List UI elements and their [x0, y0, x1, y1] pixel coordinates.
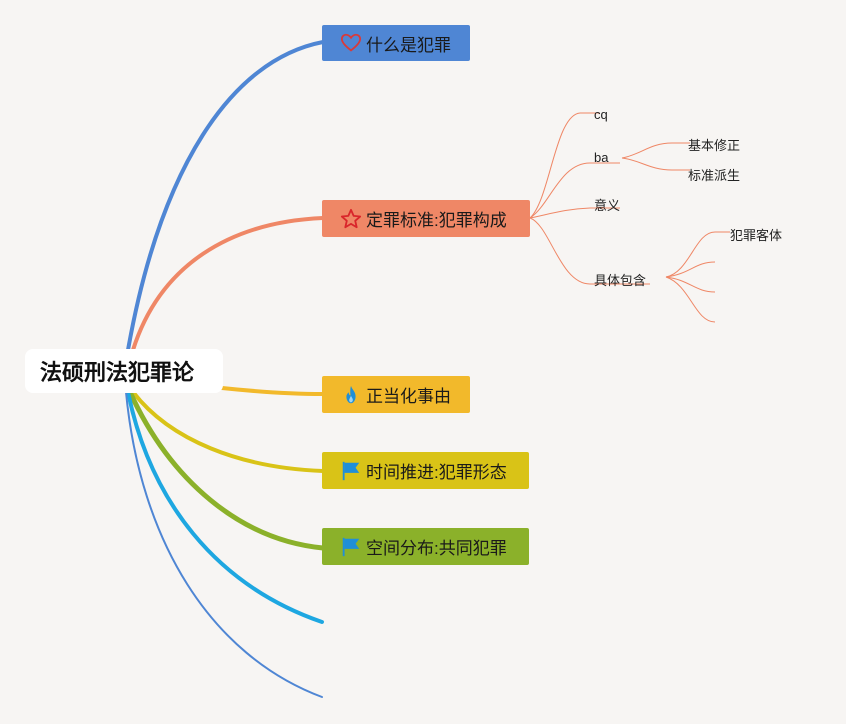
sub-line-jutibaohan: [529, 217, 591, 285]
subtopic-fanzuiketi[interactable]: 犯罪客体: [730, 228, 783, 243]
sub-line-jibenxiuzheng: [621, 142, 690, 159]
sub-line-child-4: [665, 276, 716, 323]
subtopic-jutibaohan[interactable]: 具体包含: [594, 273, 647, 288]
sub-line-child-2: [665, 261, 716, 278]
branch-joint-crime[interactable]: 空间分布:共同犯罪: [322, 528, 529, 565]
sub-line-cq: [529, 112, 581, 219]
subtopic-ba[interactable]: ba: [594, 150, 609, 165]
branch-line-conviction-standard: [131, 216, 325, 352]
subtopic-yiyi[interactable]: 意义: [594, 198, 621, 213]
fire-icon: [346, 385, 356, 403]
branch-line-justification: [220, 386, 325, 396]
branch-justification-label: 正当化事由: [366, 387, 451, 406]
heart-icon: [340, 33, 362, 52]
branch-justification[interactable]: 正当化事由: [322, 376, 470, 413]
flag-icon: [342, 461, 360, 480]
branch-conviction-standard[interactable]: 定罪标准:犯罪构成: [322, 200, 530, 237]
branch-line-extra-cyan: [126, 390, 324, 624]
sub-line-fanzuiketi: [665, 231, 730, 278]
branch-time-stage[interactable]: 时间推进:犯罪形态: [322, 452, 529, 489]
branch-line-what-is-crime: [126, 40, 325, 352]
branch-conviction-standard-label: 定罪标准:犯罪构成: [366, 211, 507, 230]
sub-line-ba: [529, 162, 591, 219]
sub-line-biaozhunpaisheng: [621, 157, 690, 171]
sub-line-child-3: [665, 276, 716, 293]
flag-icon: [342, 537, 360, 556]
subtopic-jibenxiuzheng[interactable]: 基本修正: [688, 138, 741, 153]
sub-line-yiyi: [529, 207, 591, 219]
branch-line-time-stage: [131, 390, 325, 473]
branch-what-is-crime[interactable]: 什么是犯罪: [322, 25, 470, 61]
branch-what-is-crime-label: 什么是犯罪: [366, 35, 451, 55]
star-icon: [340, 208, 362, 228]
branch-line-extra-blue: [125, 391, 323, 698]
root-topic-label: 法硕刑法犯罪论: [40, 360, 195, 385]
root-topic[interactable]: 法硕刑法犯罪论: [25, 349, 223, 393]
branch-time-stage-label: 时间推进:犯罪形态: [366, 463, 507, 482]
branch-line-joint-crime: [127, 389, 326, 551]
branch-joint-crime-label: 空间分布:共同犯罪: [366, 539, 507, 558]
subtopic-cq[interactable]: cq: [594, 107, 608, 122]
subtopic-biaozhunpaisheng[interactable]: 标准派生: [688, 168, 741, 183]
